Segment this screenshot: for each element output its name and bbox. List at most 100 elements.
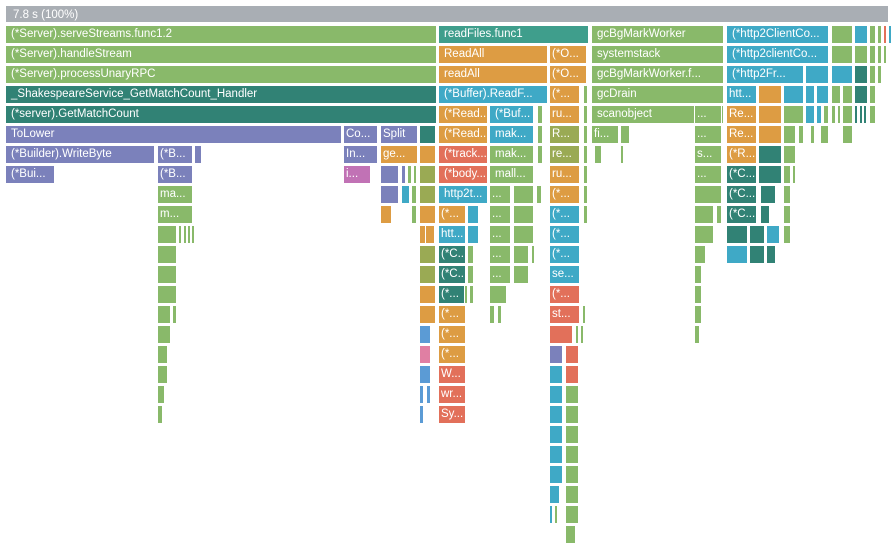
flame-frame-unlabeled[interactable] [549,325,573,344]
flame-frame-unlabeled[interactable] [549,425,563,444]
flame-frame[interactable]: (*... [438,305,466,324]
flame-frame-unlabeled[interactable] [157,225,177,244]
flame-frame-unlabeled[interactable] [783,145,796,164]
flame-frame-unlabeled[interactable] [419,205,436,224]
flame-frame-unlabeled[interactable] [869,25,876,44]
flame-frame[interactable]: readFiles.func1 [438,25,589,44]
flame-frame-unlabeled[interactable] [467,245,474,264]
flame-frame[interactable]: wr... [438,385,466,404]
flame-frame-unlabeled[interactable] [194,145,202,164]
flame-frame-unlabeled[interactable] [497,305,502,324]
flame-frame-unlabeled[interactable] [854,45,868,64]
flame-frame-unlabeled[interactable] [694,245,706,264]
flame-frame-unlabeled[interactable] [157,305,171,324]
flame-frame-unlabeled[interactable] [157,345,168,364]
flame-frame[interactable]: htt... [438,225,466,244]
flame-frame-unlabeled[interactable] [831,85,841,104]
flame-frame[interactable]: Re... [726,125,757,144]
flame-frame-unlabeled[interactable] [419,165,436,184]
flame-frame[interactable]: (*... [549,245,580,264]
flame-frame[interactable]: htt... [726,85,757,104]
flame-frame[interactable]: (*C... [438,265,466,284]
flamegraph-root-frame[interactable]: 7.8 s (100%) [5,5,889,23]
flame-frame-unlabeled[interactable] [513,265,529,284]
flame-frame-unlabeled[interactable] [419,345,431,364]
flame-frame-unlabeled[interactable] [583,85,588,104]
flame-frame-unlabeled[interactable] [583,105,588,124]
flame-frame-unlabeled[interactable] [583,165,588,184]
flame-frame-unlabeled[interactable] [549,505,553,524]
flame-frame-unlabeled[interactable] [854,85,868,104]
flame-frame-unlabeled[interactable] [854,25,868,44]
flame-frame-unlabeled[interactable] [726,245,748,264]
flame-frame-unlabeled[interactable] [157,365,168,384]
flame-frame-unlabeled[interactable] [549,485,560,504]
flame-frame[interactable]: W... [438,365,466,384]
flame-frame[interactable]: s... [694,145,722,164]
flame-frame-unlabeled[interactable] [178,225,182,244]
flame-frame-unlabeled[interactable] [565,405,579,424]
flame-frame-unlabeled[interactable] [549,465,563,484]
flame-frame[interactable]: R... [549,125,580,144]
flame-frame[interactable]: (*Server).processUnaryRPC [5,65,437,84]
flame-frame-unlabeled[interactable] [694,285,702,304]
flame-frame[interactable]: ... [489,245,511,264]
flame-frame-unlabeled[interactable] [419,325,431,344]
flame-frame-unlabeled[interactable] [620,125,630,144]
flame-frame[interactable]: Sy... [438,405,466,424]
flame-frame-unlabeled[interactable] [419,385,424,404]
flame-frame-unlabeled[interactable] [419,185,436,204]
flame-frame-unlabeled[interactable] [380,205,392,224]
flame-frame-unlabeled[interactable] [513,225,534,244]
flame-frame-unlabeled[interactable] [425,225,435,244]
flame-frame-unlabeled[interactable] [575,325,579,344]
flame-frame[interactable]: ... [489,225,511,244]
flame-frame-unlabeled[interactable] [380,185,399,204]
flame-frame-unlabeled[interactable] [469,285,474,304]
flame-frame[interactable]: (*C... [726,205,757,224]
flame-frame-unlabeled[interactable] [565,385,579,404]
flame-frame[interactable]: ... [489,265,511,284]
flame-frame-unlabeled[interactable] [749,225,765,244]
flame-frame[interactable]: fi... [591,125,619,144]
flame-frame[interactable]: (*... [438,285,466,304]
flame-frame-unlabeled[interactable] [783,105,804,124]
flame-frame-unlabeled[interactable] [869,45,876,64]
flame-frame-unlabeled[interactable] [758,105,782,124]
flame-frame-unlabeled[interactable] [380,165,399,184]
flame-frame-unlabeled[interactable] [419,405,424,424]
flame-frame-unlabeled[interactable] [191,225,195,244]
flame-frame[interactable]: (*track... [438,145,488,164]
flame-frame-unlabeled[interactable] [580,325,584,344]
flame-frame[interactable]: gcBgMarkWorker.f... [591,65,724,84]
flame-frame-unlabeled[interactable] [407,165,412,184]
flame-frame[interactable]: st... [549,305,580,324]
flame-frame-unlabeled[interactable] [758,85,782,104]
flame-frame[interactable]: _ShakespeareService_GetMatchCount_Handle… [5,85,437,104]
flame-frame[interactable]: (*C... [726,165,757,184]
flame-frame-unlabeled[interactable] [187,225,191,244]
flame-frame[interactable]: (*server).GetMatchCount [5,105,437,124]
flame-frame-unlabeled[interactable] [883,45,887,64]
flame-frame[interactable]: scanobject [591,105,724,124]
flame-frame[interactable]: ma... [157,185,193,204]
flame-frame-unlabeled[interactable] [565,365,579,384]
flame-frame-unlabeled[interactable] [467,225,479,244]
flame-frame-unlabeled[interactable] [419,265,436,284]
flame-frame-unlabeled[interactable] [831,105,836,124]
flame-frame-unlabeled[interactable] [792,165,796,184]
flame-frame[interactable]: ru... [549,165,580,184]
flame-frame-unlabeled[interactable] [783,165,791,184]
flame-frame-unlabeled[interactable] [810,125,815,144]
flame-frame[interactable]: http2t... [438,185,488,204]
flame-frame[interactable]: (*... [438,325,466,344]
flame-frame[interactable]: readAll [438,65,548,84]
flame-frame-unlabeled[interactable] [877,65,882,84]
flame-frame-unlabeled[interactable] [583,145,588,164]
flame-frame-unlabeled[interactable] [157,265,177,284]
flame-frame-unlabeled[interactable] [783,85,804,104]
flame-frame-unlabeled[interactable] [549,405,563,424]
flame-frame[interactable]: (*O... [549,65,587,84]
flame-frame-unlabeled[interactable] [760,205,770,224]
flame-frame[interactable]: (*... [549,225,580,244]
